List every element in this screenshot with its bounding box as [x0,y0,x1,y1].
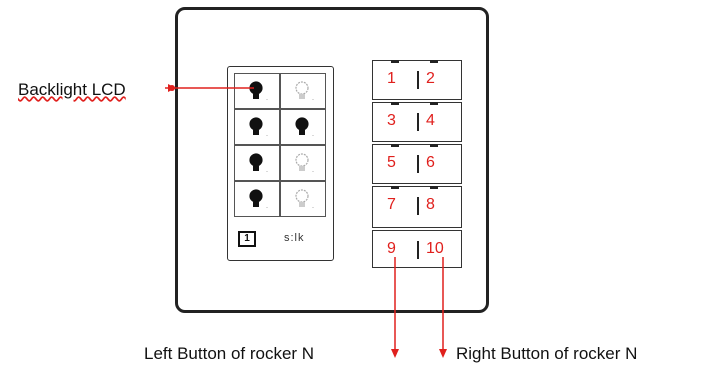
lcd-cell: · [280,73,326,109]
button-number: 9 [387,240,396,257]
bulb-index-mark: · [266,133,268,139]
rocker-divider [417,71,419,89]
status-indicator-icon: 1 [238,231,256,247]
lcd-cell: · [280,109,326,145]
rocker-left-button[interactable]: 1 [373,60,417,99]
lcd-cell: · [280,181,326,217]
rocker-notch [430,144,438,147]
lcd-cell: · [234,109,280,145]
lcd-status-bar: 1 s:lk [234,229,326,251]
rocker-right-button[interactable]: 2 [418,60,462,99]
bulb-index-mark: · [312,97,314,103]
button-number: 3 [387,112,396,129]
rocker-divider [417,241,419,259]
button-number: 8 [426,196,435,213]
rocker-notch [391,60,399,63]
rocker-right-button[interactable]: 10 [418,231,462,267]
button-number: 1 [387,70,396,87]
lcd-cell: · [234,73,280,109]
bulb-on-icon [249,81,263,99]
button-number: 6 [426,154,435,171]
right-button-arrowhead [439,349,447,358]
rocker-left-button[interactable]: 3 [373,102,417,141]
rocker-notch [430,102,438,105]
bulb-index-mark: · [312,133,314,139]
rocker-right-button[interactable]: 8 [418,186,462,227]
wall-panel [175,7,489,313]
rocker-divider [417,155,419,173]
rocker-divider [417,113,419,131]
lcd-icon-grid: · · · · · · · · [234,73,326,218]
lcd-cell: · [234,145,280,181]
backlight-lcd: · · · · · · · · 1 s:lk [227,66,334,261]
rocker-right-button[interactable]: 4 [418,102,462,141]
rocker-notch [430,60,438,63]
bulb-on-icon [249,189,263,207]
rocker-notch [391,102,399,105]
button-number: 7 [387,196,396,213]
rocker-left-button[interactable]: 7 [373,186,417,227]
rocker-5[interactable]: 9 10 [372,230,462,268]
right-button-label: Right Button of rocker N [456,344,638,363]
status-text: s:lk [284,232,305,244]
bulb-off-icon [295,81,309,99]
rocker-notch [391,144,399,147]
button-number: 5 [387,154,396,171]
left-button-arrowhead [391,349,399,358]
bulb-off-icon [295,153,309,171]
rocker-divider [417,197,419,215]
bulb-on-icon [249,153,263,171]
rocker-left-button[interactable]: 5 [373,144,417,183]
bulb-on-icon [249,117,263,135]
lcd-cell: · [280,145,326,181]
button-number: 10 [426,240,444,257]
bulb-index-mark: · [266,205,268,211]
bulb-index-mark: · [312,205,314,211]
rocker-left-button[interactable]: 9 [373,231,417,267]
bulb-off-icon [295,189,309,207]
button-number: 2 [426,70,435,87]
rocker-notch [430,186,438,189]
backlight-lcd-label: Backlight LCD [18,80,126,99]
lcd-cell: · [234,181,280,217]
button-number: 4 [426,112,435,129]
rocker-right-button[interactable]: 6 [418,144,462,183]
bulb-index-mark: · [266,169,268,175]
rocker-notch [391,186,399,189]
bulb-index-mark: · [312,169,314,175]
bulb-on-icon [295,117,309,135]
bulb-index-mark: · [266,97,268,103]
left-button-label: Left Button of rocker N [144,344,315,363]
